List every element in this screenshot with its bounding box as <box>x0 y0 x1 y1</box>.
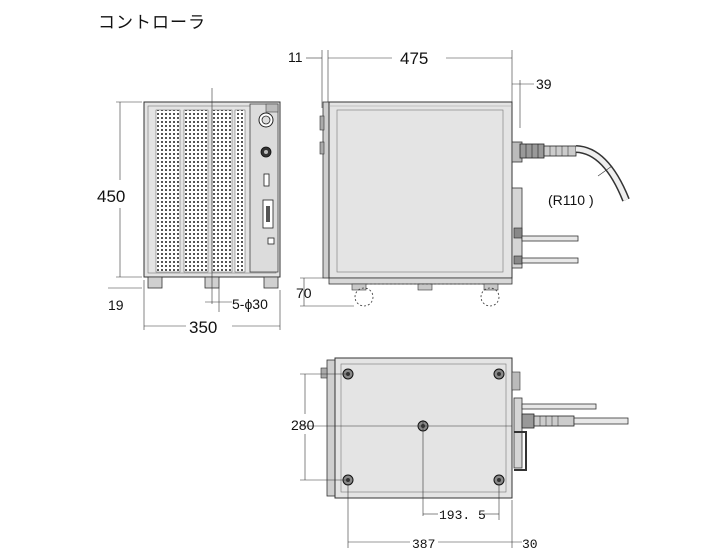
vent-grille <box>155 109 181 273</box>
caster-diameter-label: 5-ϕ30 <box>232 296 268 312</box>
height-dimension-label: 450 <box>97 187 125 206</box>
rear-pipe <box>573 417 629 425</box>
caster-wheel <box>480 287 500 307</box>
side-view: 11 475 39 (R110 ) <box>288 49 630 307</box>
side-foot <box>417 283 433 291</box>
connector-length-label: 39 <box>536 76 552 92</box>
control-panel <box>249 103 279 273</box>
rear-connector <box>521 413 535 429</box>
handle <box>319 115 325 131</box>
bottom-depth-label: 280 <box>291 417 315 433</box>
handle <box>319 141 325 155</box>
rear-offset-label: 30 <box>522 537 538 552</box>
diagram-title: コントローラ <box>98 13 206 33</box>
width-dimension-label: 350 <box>189 318 217 337</box>
caster-wheel <box>354 287 374 307</box>
small-port <box>267 237 275 245</box>
rear-pipe <box>521 257 579 264</box>
side-body <box>328 101 513 279</box>
front-view: 450 19 5-ϕ30 350 <box>97 88 281 337</box>
foot <box>147 276 163 289</box>
bend-radius-label: (R110 ) <box>548 192 594 208</box>
foot <box>263 276 279 289</box>
side-foot <box>483 283 499 291</box>
indicator-slot <box>263 173 270 187</box>
foot-height-label: 19 <box>108 297 124 313</box>
depth-dimension-label: 475 <box>400 49 428 68</box>
center-offset-label: 193. 5 <box>439 508 486 523</box>
vent-grille <box>183 109 209 273</box>
bottom-width-label: 387 <box>412 537 435 552</box>
handle <box>514 431 527 471</box>
rear-pipe <box>521 235 579 242</box>
vent-grille <box>211 109 233 273</box>
rear-pipe <box>521 403 597 410</box>
caster-height-label: 70 <box>296 285 312 301</box>
front-offset-label: 11 <box>288 49 303 65</box>
bottom-view: 280 193. 5 387 30 <box>291 357 629 552</box>
vent-grille <box>234 109 246 273</box>
